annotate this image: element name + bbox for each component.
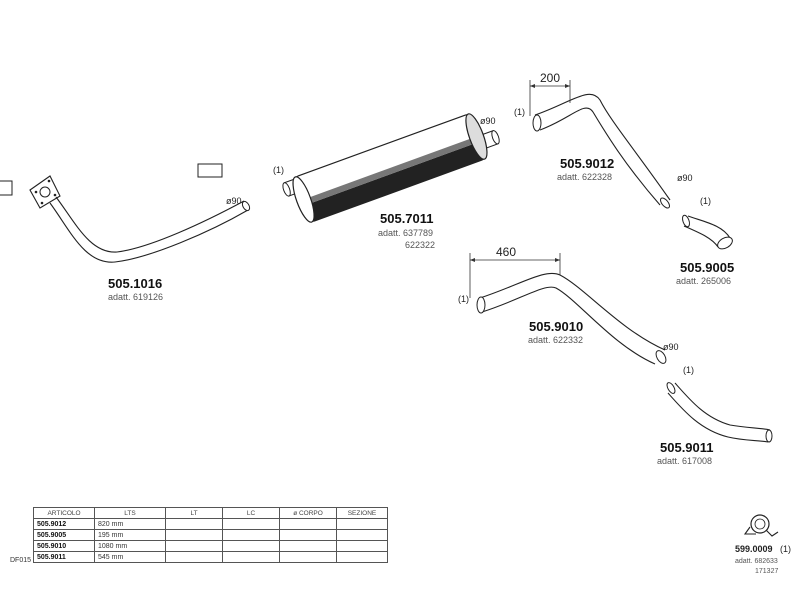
part-code-599-0009: 599.0009 [735,544,773,554]
cell-lts: 195 mm [94,529,166,541]
dimension-label: 460 [496,245,516,259]
qty-label: (1) [780,544,791,554]
qty-label: (1) [458,294,469,304]
part-ref-505-1016: adatt. 619126 [108,292,163,302]
column-header: ø CORPO [279,507,337,519]
qty-label: (1) [514,107,525,117]
part-ref-505-9011: adatt. 617008 [657,456,712,466]
table-row: 505.9010 1080 mm [33,540,388,552]
pipe-505-9005: (1) 505.9005 adatt. 265006 [676,196,734,286]
qty-label: (1) [700,196,711,206]
part-ref-505-9012: adatt. 622328 [557,172,612,182]
cell-code: 505.9012 [33,518,95,530]
part-ref2-505-7011: 622322 [405,240,435,250]
part-ref2-599-0009: 171327 [755,568,778,575]
part-ref-505-9005: adatt. 265006 [676,276,731,286]
diameter-label: ø90 [663,342,679,352]
table-header-row: ARTICOLO LTS LT LC ø CORPO SEZIONE [33,507,388,519]
cell-lts: 545 mm [94,551,166,563]
dimension-label: 200 [540,71,560,85]
silencer-505-7011: (1) ø90 505.7011 adatt. 637789 622322 [0,113,500,250]
part-code-505-1016: 505.1016 [108,276,162,291]
pipe-505-9011: (1) 505.9011 adatt. 617008 [657,365,773,466]
pipe-505-9012: 200 (1) ø90 505.9012 adatt. 622328 [514,71,693,209]
diameter-label: ø90 [677,173,693,183]
column-header: LTS [94,507,166,519]
diameter-label: ø90 [226,196,242,206]
column-header: LT [165,507,223,519]
table-row: 505.9005 195 mm [33,529,388,541]
part-code-505-9012: 505.9012 [560,156,614,171]
diameter-label: ø90 [480,116,496,126]
cell-lts: 1080 mm [94,540,166,552]
column-header: SEZIONE [336,507,388,519]
table-row: 505.9012 820 mm [33,518,388,530]
part-ref-505-7011: adatt. 637789 [378,228,433,238]
cell-code: 505.9005 [33,529,95,541]
column-header: ARTICOLO [33,507,95,519]
qty-label: (1) [273,165,284,175]
clamp-599-0009: 599.0009 (1) adatt. 682633 171327 [735,514,791,575]
parts-table: ARTICOLO LTS LT LC ø CORPO SEZIONE 505.9… [33,507,388,563]
part-ref-505-9010: adatt. 622332 [528,335,583,345]
part-code-505-9010: 505.9010 [529,319,583,334]
qty-label: (1) [683,365,694,375]
cell-code: 505.9011 [33,551,95,563]
cell-code: 505.9010 [33,540,95,552]
part-code-505-9011: 505.9011 [660,440,714,455]
pipe-505-9010: 460 (1) ø90 505.9010 adatt. 622332 [458,245,679,365]
cell-lts: 820 mm [94,518,166,530]
part-code-505-9005: 505.9005 [680,260,734,275]
diagram-code: DF015 [10,557,32,564]
table-row: 505.9011 545 mm [33,551,388,563]
part-ref-599-0009: adatt. 682633 [735,558,778,565]
part-code-505-7011: 505.7011 [380,211,434,226]
flange [29,175,61,209]
column-header: LC [222,507,280,519]
pipe-505-1016: ø90 505.1016 adatt. 619126 [29,175,251,302]
